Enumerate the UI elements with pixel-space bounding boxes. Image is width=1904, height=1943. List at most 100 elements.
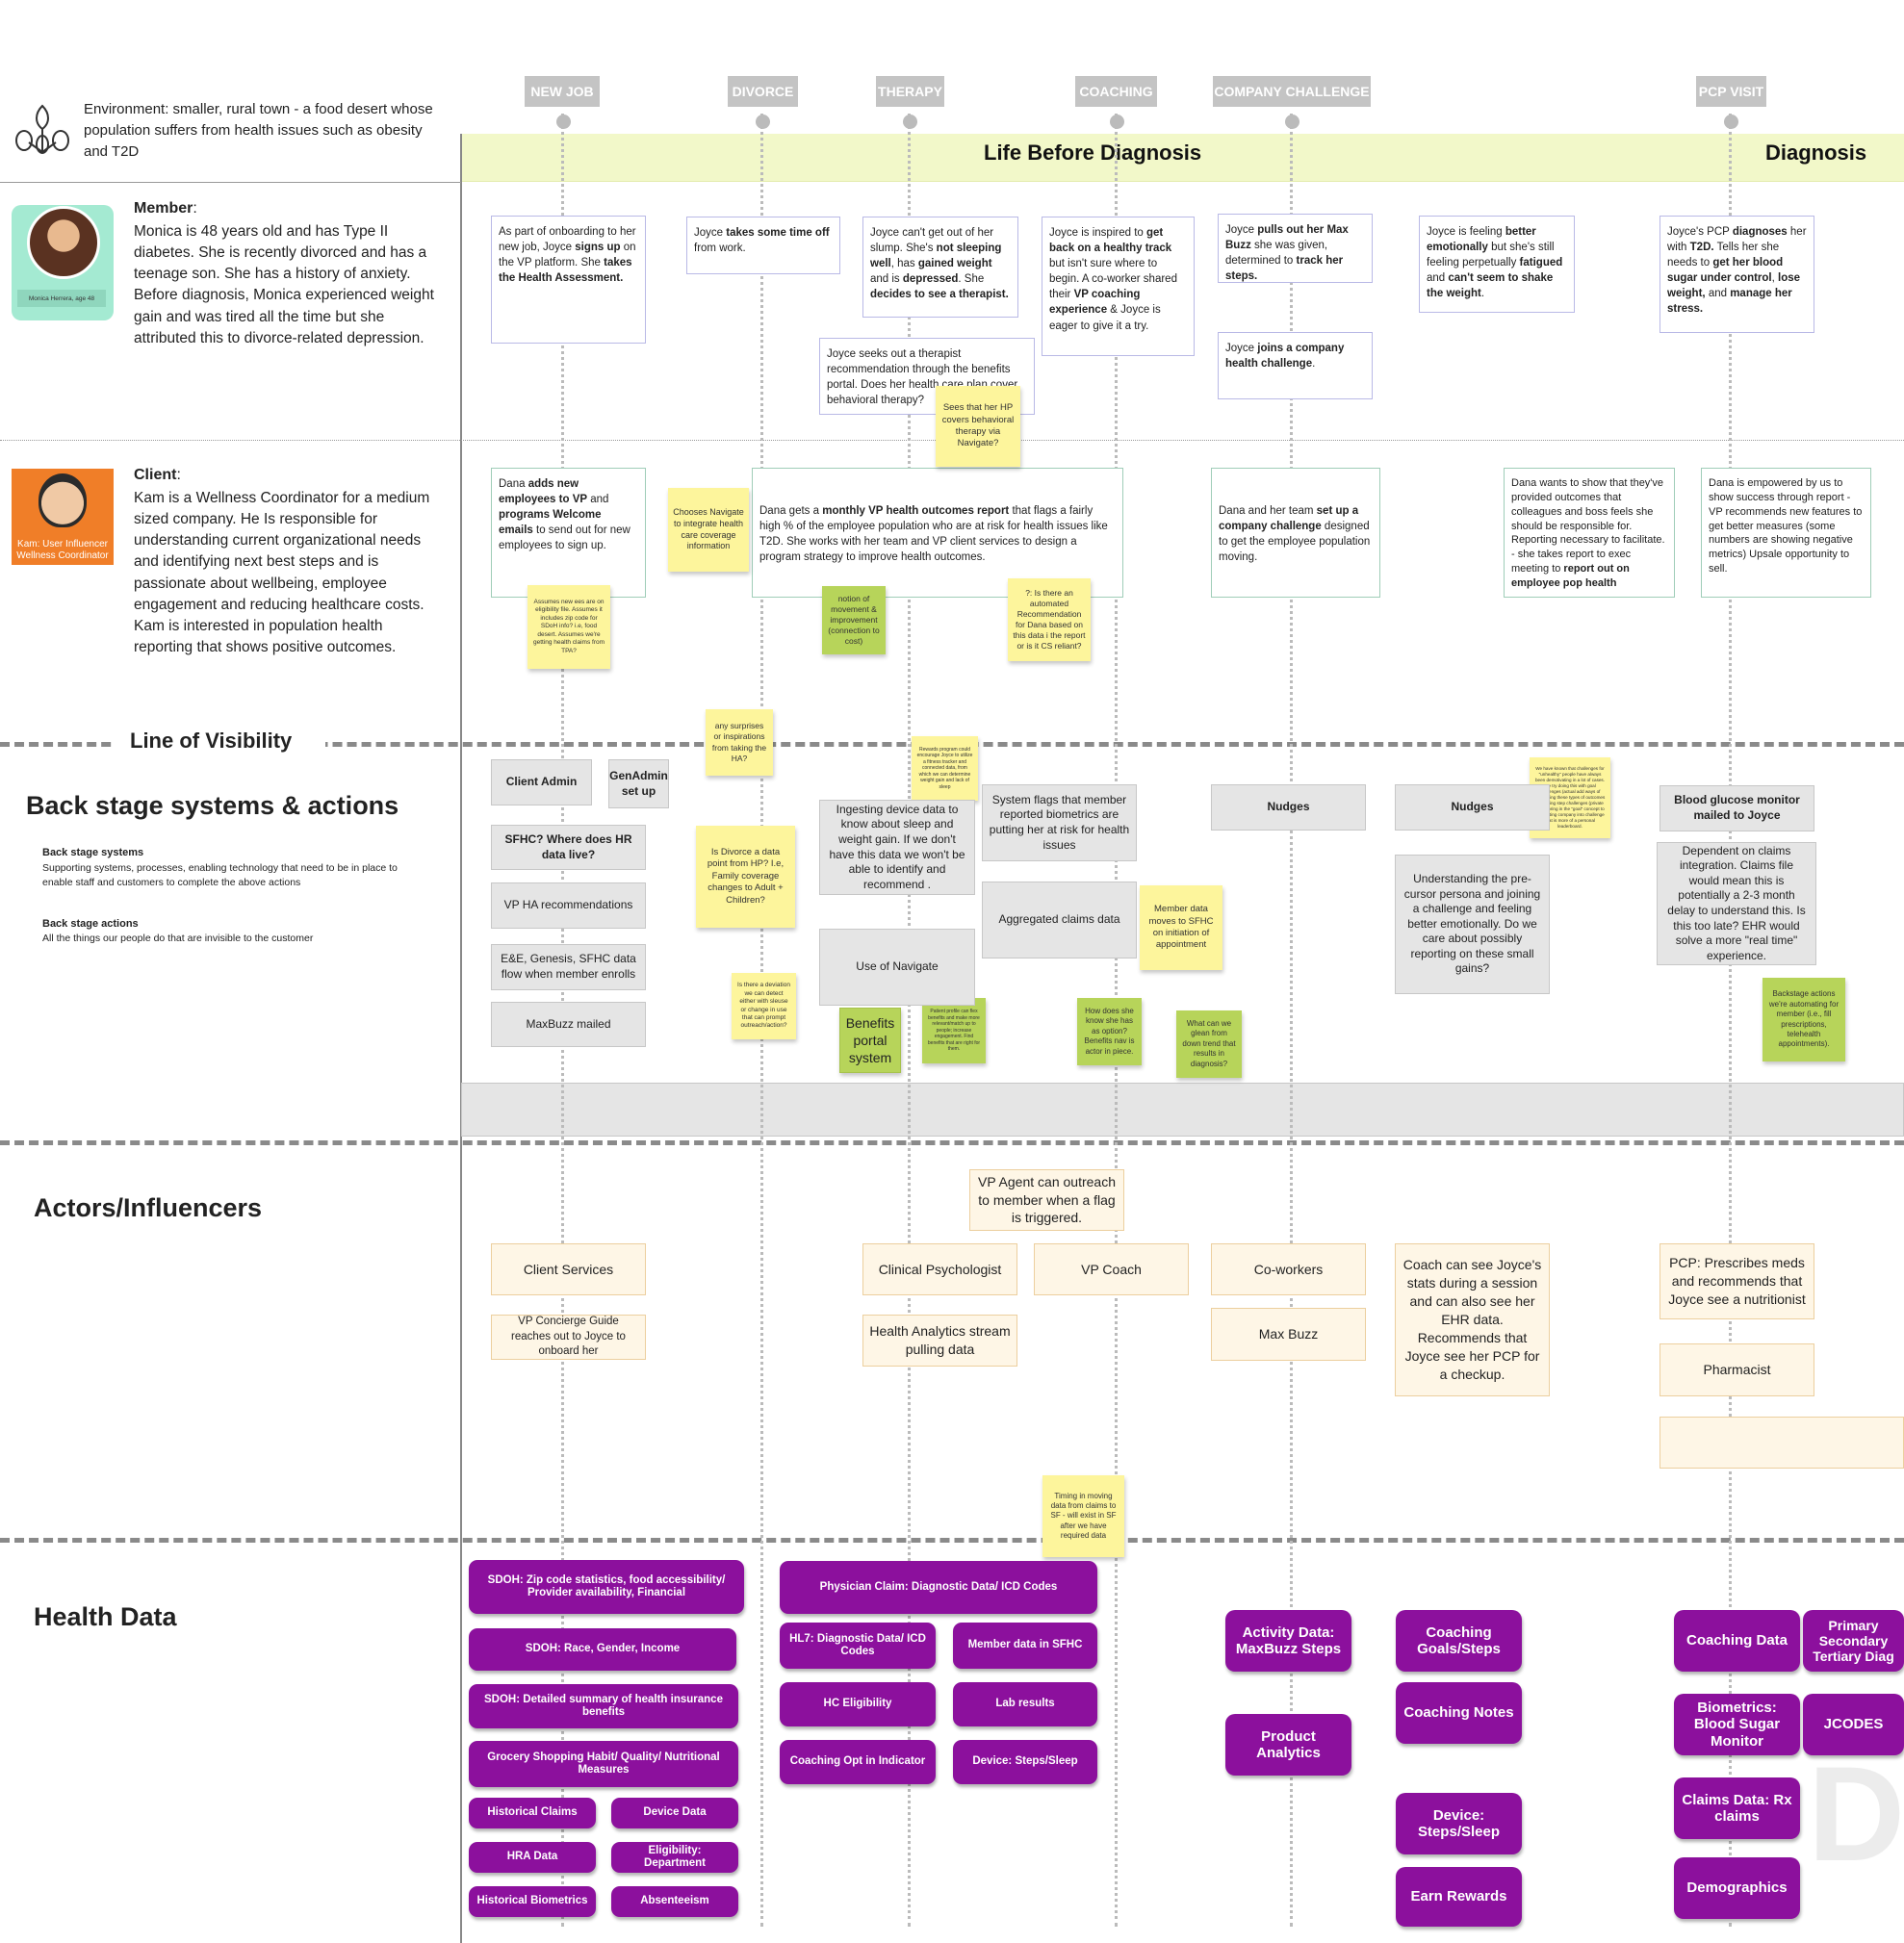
health-data-item: Activity Data: MaxBuzz Steps [1225,1610,1351,1672]
health-data-item: Demographics [1674,1857,1800,1919]
client-avatar-caption: Kam: User Influencer Wellness Coordinato… [13,539,112,562]
sticky-note: Is Divorce a data point from HP? I.e, Fa… [696,826,795,928]
system-genadmin: GenAdmin set up [608,759,669,808]
sticky-note: Patient profile can flex benefits and ma… [922,998,986,1063]
backstage-systems-title: Back stage systems [42,847,143,858]
member-avatar-caption: Monica Herrera, age 48 [17,290,106,307]
health-data-item: Device Data [611,1798,738,1828]
member-card-coaching: Joyce is inspired to get back on a healt… [1042,217,1195,356]
system-biometric-flag: System flags that member reported biomet… [982,784,1137,861]
sticky-note: Member data moves to SFHC on initiation … [1140,885,1222,970]
system-benefits-portal: Benefits portal system [839,1008,901,1073]
actor-clinical-psychologist: Clinical Psychologist [862,1243,1017,1295]
health-data-item: HL7: Diagnostic Data/ ICD Codes [780,1623,936,1669]
sticky-note: notion of movement & improvement (connec… [822,586,886,654]
system-precursor-persona: Understanding the pre-cursor persona and… [1395,855,1550,994]
client-card-upsell: Dana is empowered by us to show success … [1701,468,1871,598]
sticky-note: Chooses Navigate to integrate health car… [668,488,749,572]
stage-company-challenge: COMPANY CHALLENGE [1213,76,1371,107]
health-data-item: Physician Claim: Diagnostic Data/ ICD Co… [780,1561,1097,1614]
member-card-divorce: Joyce takes some time off from work. [686,217,840,274]
actor-client-services: Client Services [491,1243,646,1295]
system-vp-ha: VP HA recommendations [491,882,646,929]
sticky-note: Backstage actions we're automating for m… [1762,978,1845,1061]
actor-health-analytics: Health Analytics stream pulling data [862,1315,1017,1367]
system-claims-dependency: Dependent on claims integration. Claims … [1657,842,1816,965]
stage-pin [756,115,770,129]
stage-pin [1285,115,1299,129]
member-card-fatigue: Joyce is feeling better emotionally but … [1419,216,1575,313]
stage-coaching: COACHING [1075,76,1157,107]
system-client-admin: Client Admin [491,759,592,805]
plant-icon [13,100,71,160]
member-card-challenge: Joyce joins a company health challenge. [1218,332,1373,399]
member-description: Monica is 48 years old and has Type II d… [134,221,440,349]
actor-pharmacist: Pharmacist [1660,1343,1814,1396]
health-data-item: Coaching Notes [1396,1682,1522,1744]
health-data-item: Device: Steps/Sleep [1396,1793,1522,1854]
section-divider [0,1538,1904,1543]
member-card-diagnosis: Joyce's PCP diagnoses her with T2D. Tell… [1660,216,1814,333]
client-card-new-job: Dana adds new employees to VP and progra… [491,468,646,598]
client-heading: Client: [134,467,181,484]
client-description: Kam is a Wellness Coordinator for a medi… [134,488,440,658]
system-glucose-monitor: Blood glucose monitor mailed to Joyce [1660,785,1814,831]
health-data-item: Eligibility: Department [611,1842,738,1873]
backstage-actions-desc: All the things our people do that are in… [42,933,408,944]
health-data-item: HRA Data [469,1842,596,1873]
actor-vp-coach: VP Coach [1034,1243,1189,1295]
health-data-item: Coaching Data [1674,1610,1800,1672]
backstage-track [461,1083,1904,1137]
sticky-note: Timing in moving data from claims to SF … [1042,1475,1124,1557]
health-data-item: Historical Claims [469,1798,596,1828]
system-navigate: Use of Navigate [819,929,975,1006]
health-data-item: Coaching Opt in Indicator [780,1740,936,1784]
actors-title: Actors/Influencers [34,1193,262,1223]
left-divider [460,134,462,1943]
visibility-label: Line of Visibility [130,729,292,754]
system-device-ingest: Ingesting device data to know about slee… [819,800,975,895]
backstage-actions-title: Back stage actions [42,918,139,930]
system-nudges-2: Nudges [1395,784,1550,831]
health-data-item: Product Analytics [1225,1714,1351,1776]
health-data-item: Claims Data: Rx claims [1674,1777,1800,1839]
actor-co-workers: Co-workers [1211,1243,1366,1295]
sticky-note: Assumes new ees are on eligibility file.… [527,585,610,669]
sticky-note: any surprises or inspirations from takin… [706,709,773,776]
actor-pcp: PCP: Prescribes meds and recommends that… [1660,1243,1814,1319]
member-heading: Member: [134,200,197,217]
stage-pcp-visit: PCP VISIT [1696,76,1766,107]
backstage-systems-desc: Supporting systems, processes, enabling … [42,861,408,889]
system-aggregated-claims: Aggregated claims data [982,882,1137,959]
health-data-item: Device: Steps/Sleep [953,1740,1097,1784]
actor-blank [1660,1417,1904,1469]
avatar [39,473,87,527]
health-data-item: Absenteeism [611,1886,738,1917]
stage-pin [1110,115,1124,129]
stage-new-job: NEW JOB [525,76,600,107]
environment-text: Environment: smaller, rural town - a foo… [84,99,440,162]
stage-pin [556,115,571,129]
sticky-note: What can we glean from down trend that r… [1176,1010,1242,1078]
client-card-outcomes: Dana wants to show that they've provided… [1504,468,1675,598]
sticky-note: Sees that her HP covers behavioral thera… [936,386,1020,467]
section-divider [0,1140,1904,1145]
actor-coach-stats: Coach can see Joyce's stats during a ses… [1395,1243,1550,1396]
member-card-new-job: As part of onboarding to her new job, Jo… [491,216,646,344]
system-maxbuzz-mailed: MaxBuzz mailed [491,1002,646,1047]
health-data-item: Earn Rewards [1396,1867,1522,1927]
member-card-maxbuzz: Joyce pulls out her Max Buzz she was giv… [1218,214,1373,283]
health-data-title: Health Data [34,1602,177,1632]
health-data-item: Grocery Shopping Habit/ Quality/ Nutriti… [469,1741,738,1787]
actor-vp-agent: VP Agent can outreach to member when a f… [969,1169,1124,1231]
avatar [27,206,100,279]
watermark-letter: D [1808,1747,1904,1881]
health-data-item: SDOH: Zip code statistics, food accessib… [469,1560,744,1614]
health-data-item: Coaching Goals/Steps [1396,1610,1522,1672]
actor-concierge: VP Concierge Guide reaches out to Joyce … [491,1315,646,1360]
stage-divorce: DIVORCE [728,76,798,107]
actor-max-buzz: Max Buzz [1211,1308,1366,1361]
stage-pin [1724,115,1738,129]
health-data-item: Historical Biometrics [469,1886,596,1917]
backstage-title: Back stage systems & actions [26,791,399,821]
